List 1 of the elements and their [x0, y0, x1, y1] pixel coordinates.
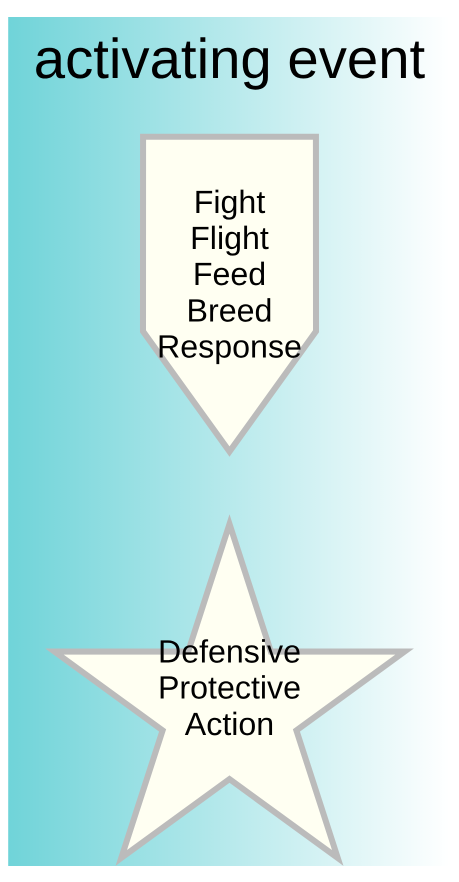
diagram-title: activating event — [34, 26, 426, 90]
